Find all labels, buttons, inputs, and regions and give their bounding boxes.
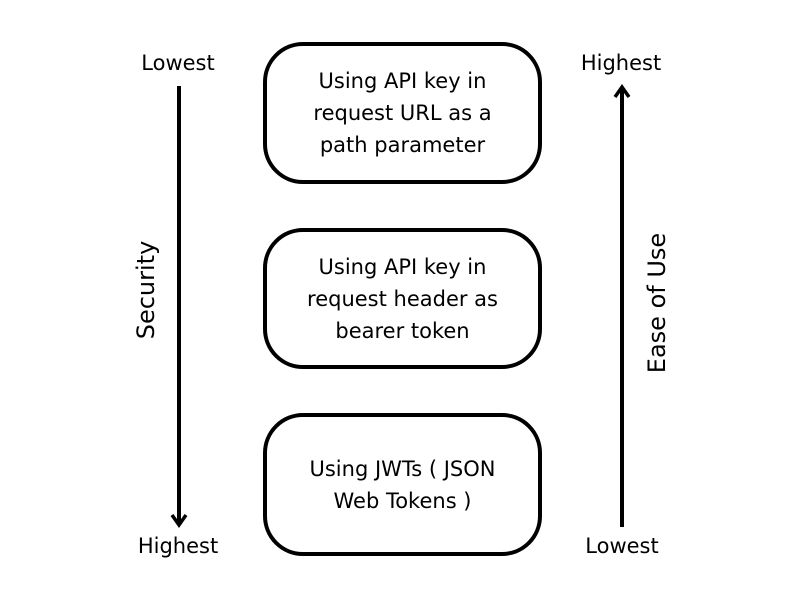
security-top-label: Lowest <box>141 51 215 75</box>
ease-of-use-arrow <box>613 83 631 527</box>
method-box-url-path: Using API key in request URL as a path p… <box>263 42 542 184</box>
method-text: Using API key in request header as beare… <box>307 254 498 343</box>
security-bottom-label: Highest <box>137 534 219 558</box>
ease-bottom-label: Lowest <box>585 534 659 558</box>
security-arrow <box>170 86 188 529</box>
method-box-bearer-header: Using API key in request header as beare… <box>263 228 542 369</box>
ease-top-label: Highest <box>580 51 662 75</box>
ease-of-use-axis-label: Ease of Use <box>643 232 671 374</box>
method-box-jwt: Using JWTs ( JSON Web Tokens ) <box>263 413 542 556</box>
security-axis-label: Security <box>132 240 160 340</box>
method-text: Using API key in request URL as a path p… <box>313 69 492 157</box>
method-text: Using JWTs ( JSON Web Tokens ) <box>309 456 496 513</box>
